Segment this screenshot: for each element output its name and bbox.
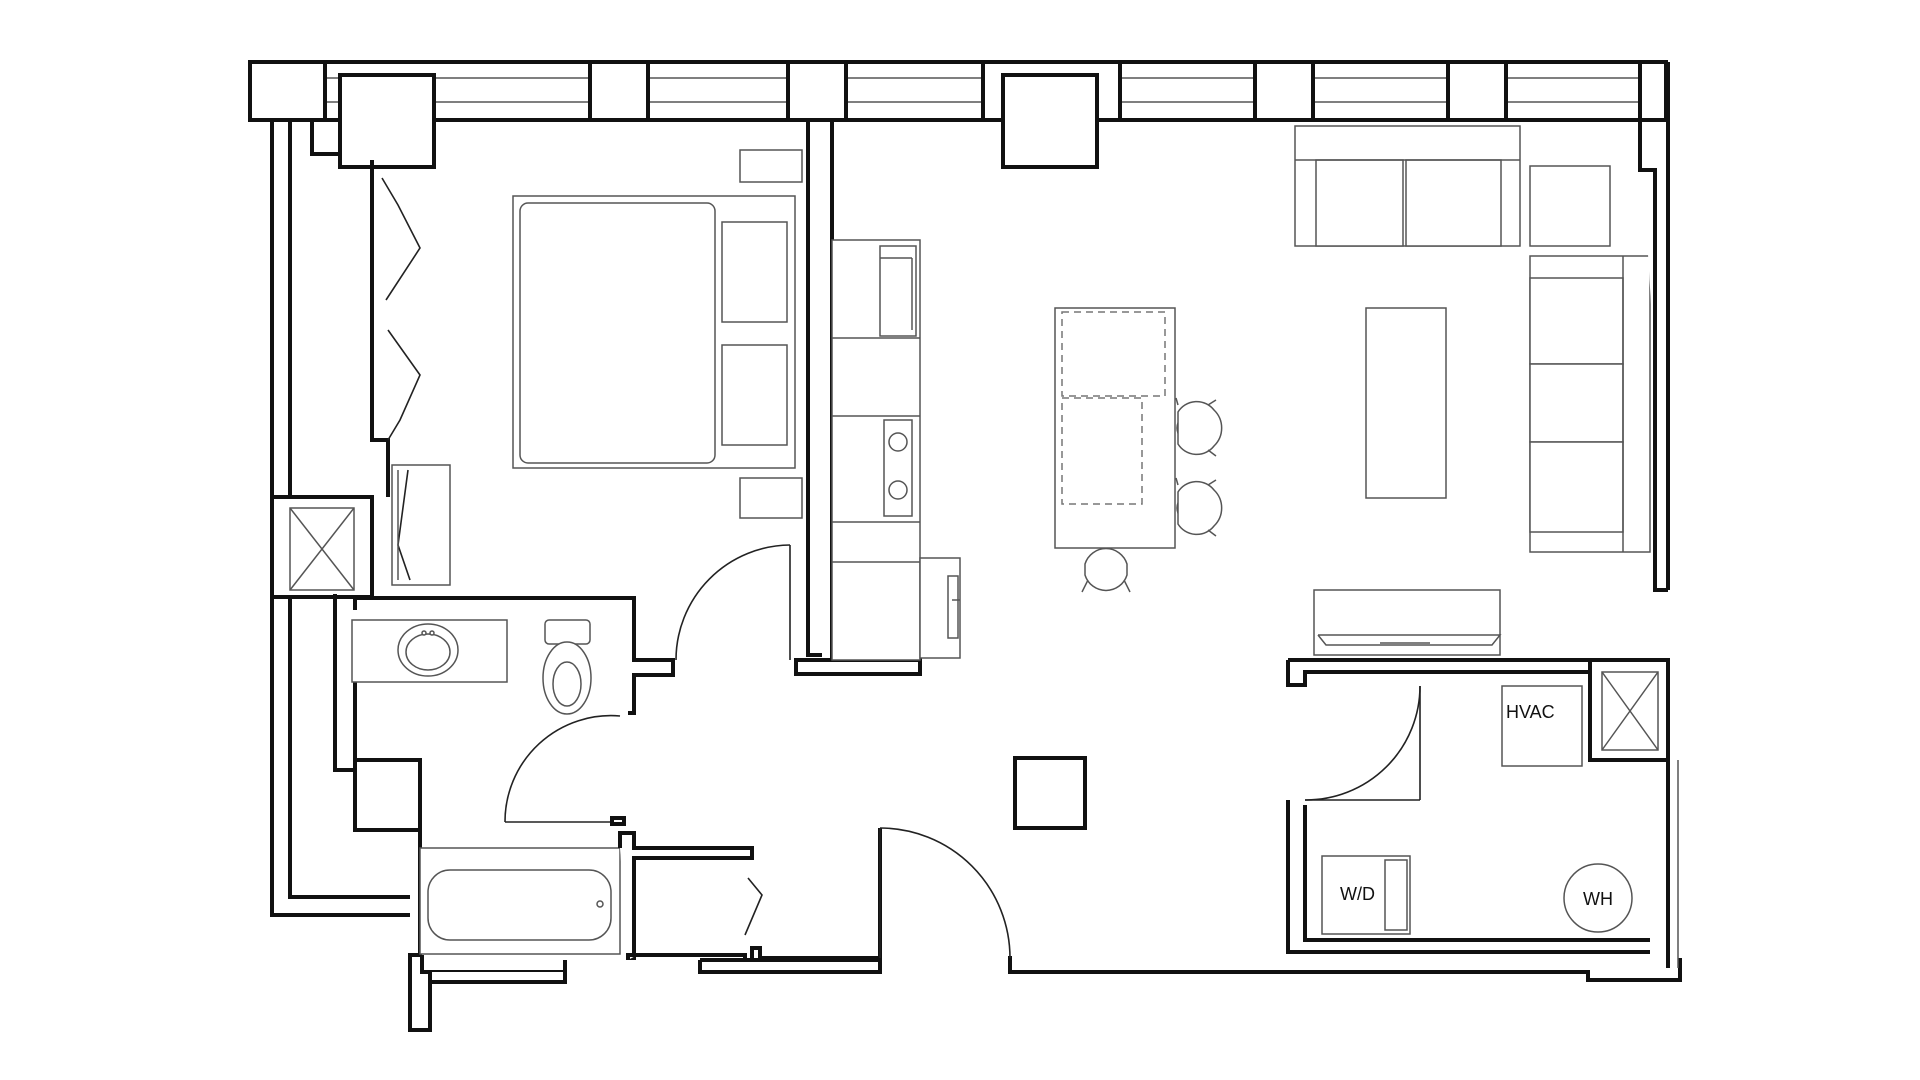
- bathroom-door: [504, 714, 621, 823]
- shaft-left: [289, 507, 355, 591]
- sofa: [1294, 125, 1521, 247]
- structural-column: [338, 73, 436, 169]
- structural-column: [1001, 73, 1099, 169]
- bar-stool: [1175, 477, 1223, 537]
- partition-wall-end: [794, 658, 922, 676]
- bar-stool: [1175, 397, 1223, 457]
- sink: [397, 623, 459, 677]
- linen-closet-walls: [618, 828, 882, 965]
- closet-wall: [370, 160, 390, 497]
- utility-door: [1304, 685, 1421, 801]
- toilet: [542, 619, 592, 715]
- cooktop: [883, 419, 913, 517]
- kitchen-island: [1054, 307, 1176, 549]
- entry-door: [879, 827, 1011, 959]
- hvac-unit: [1501, 685, 1583, 767]
- bedroom-door: [675, 544, 791, 661]
- bottom-wall: [420, 955, 1682, 984]
- partition-wall: [806, 120, 822, 657]
- tv-console: [1313, 589, 1502, 656]
- side-table: [1529, 165, 1611, 247]
- right-wall: [1638, 62, 1679, 968]
- washer-dryer: [1321, 855, 1411, 935]
- center-column: [1013, 756, 1087, 830]
- hvac-label: HVAC: [1506, 702, 1555, 722]
- refrigerator: [879, 245, 917, 337]
- closet-bifold-door: [381, 177, 421, 441]
- sectional-sofa: [1529, 255, 1651, 553]
- dresser: [391, 464, 451, 586]
- kitchen-sink: [919, 557, 961, 659]
- washer-dryer-label: W/D: [1340, 884, 1375, 904]
- bed: [512, 195, 796, 469]
- water-heater: [1563, 863, 1633, 933]
- water-heater-label: WH: [1583, 889, 1613, 909]
- top-wall: [248, 60, 1668, 122]
- wall-jog: [310, 118, 342, 156]
- coffee-table: [1365, 307, 1447, 499]
- shaft-right: [1588, 658, 1670, 762]
- nightstand: [739, 149, 803, 183]
- door-stop: [610, 816, 626, 826]
- bathtub: [419, 847, 621, 955]
- nightstand: [739, 477, 803, 519]
- bar-stool: [1081, 547, 1131, 593]
- linen-bifold-door: [744, 877, 763, 936]
